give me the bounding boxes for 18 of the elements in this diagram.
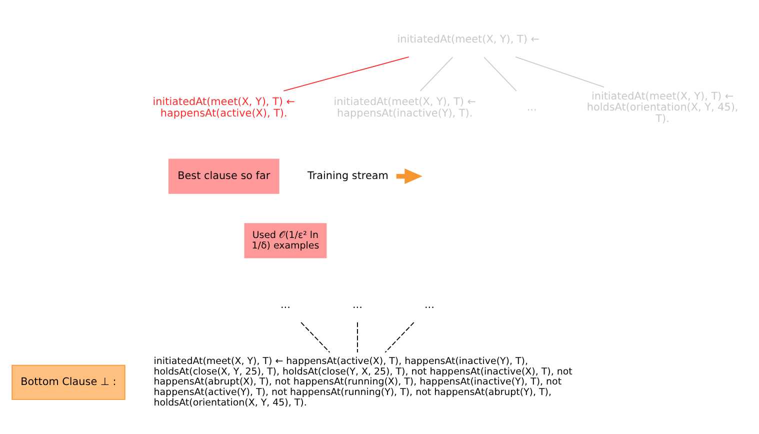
connector — [357, 321, 358, 352]
arrow — [396, 168, 422, 184]
node-text: ... — [280, 298, 290, 310]
node-box: Bottom Clause ⊥ : — [12, 364, 126, 400]
connector — [300, 321, 330, 352]
node-text: Training stream — [308, 169, 388, 182]
node-box: Used 𝒪(1/ε² ln 1/δ) examples — [244, 222, 327, 258]
connector — [515, 56, 604, 88]
node-text: ... — [526, 101, 537, 114]
node-box: Best clause so far — [168, 158, 280, 194]
connector — [420, 56, 454, 91]
connector — [283, 56, 410, 91]
node-text: ... — [352, 298, 362, 310]
connector — [384, 321, 414, 352]
node-text: ... — [424, 298, 434, 310]
node-text: initiatedAt(meet(X, Y), T) ← happensAt(active(X), T). — [152, 96, 295, 119]
node-text: initiatedAt(meet(X, Y), T) ← happensAt(active(X), T), happensAt(inactive(Y), T), holdsAt(close(X, Y, 25), T), holdsAt(close(Y, X, 25), T), not happensAt(inactive(X), T), not happensAt(abrupt(X), T), not happensAt(running(X), T), happensAt(inactive(Y), T), not happensAt(active(Y), T), not happensAt(running(Y), T), not happensAt(abrupt(Y), T), holdsAt(orientation(X, Y, 45), T). — [154, 355, 572, 408]
connector — [484, 56, 517, 91]
